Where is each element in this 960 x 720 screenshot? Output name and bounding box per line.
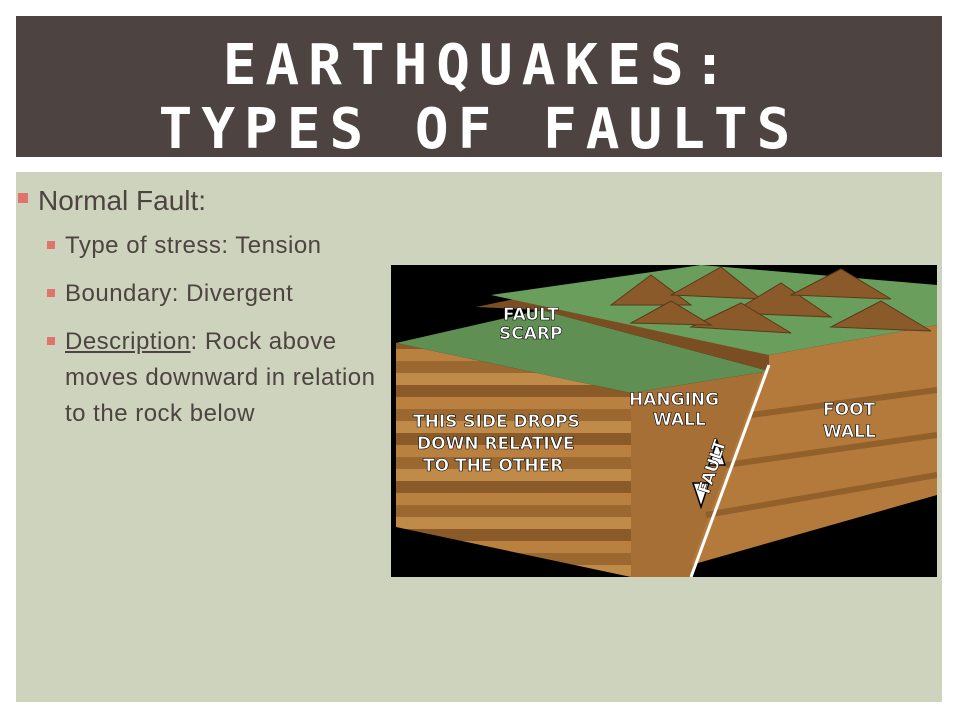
label-fault-scarp-2: SCARP xyxy=(499,324,562,344)
bullet-heading: Normal Fault: xyxy=(18,184,206,218)
item-value: Divergent xyxy=(186,280,294,307)
square-bullet-icon xyxy=(18,193,28,203)
slide-title-line-2: TYPES OF FAULTS xyxy=(158,97,800,162)
fault-block-illustration: FAULT SCARP HANGING WALL FOOT WALL THIS … xyxy=(396,265,937,577)
fault-arrow-icon xyxy=(691,438,727,510)
hanging-wall-surface xyxy=(396,310,769,393)
label-fault-scarp-1: FAULT xyxy=(503,305,559,325)
square-bullet-icon xyxy=(47,241,55,249)
label-hanging-wall-2: WALL xyxy=(653,410,706,430)
heading-text: Normal Fault: xyxy=(38,185,207,216)
square-bullet-icon xyxy=(47,337,55,345)
item-value: Tension xyxy=(235,232,322,259)
slide-title-line-1: EARTHQUAKES: xyxy=(222,33,736,98)
bullet-list: Type of stress: Tension Boundary: Diverg… xyxy=(47,228,402,444)
title-bar: EARTHQUAKES: TYPES OF FAULTS xyxy=(16,16,942,162)
label-foot-wall-2: WALL xyxy=(823,422,876,442)
list-item: Description: Rock above moves downward i… xyxy=(47,324,402,432)
normal-fault-diagram: FAULT SCARP HANGING WALL FOOT WALL THIS … xyxy=(391,265,937,577)
item-value: : Rock above moves downward in relation … xyxy=(65,328,376,427)
label-drops-2: DOWN RELATIVE xyxy=(417,434,575,454)
mountains xyxy=(609,266,932,334)
hanging-wall-side xyxy=(631,371,769,577)
label-drops-3: TO THE OTHER xyxy=(423,456,563,476)
item-label: Description xyxy=(65,328,191,355)
item-label: Type of stress: xyxy=(65,232,229,259)
label-drops-1: THIS SIDE DROPS xyxy=(413,412,580,432)
hanging-wall-front xyxy=(396,343,631,577)
label-hanging-wall-1: HANGING xyxy=(629,390,719,410)
list-item: Boundary: Divergent xyxy=(47,276,402,312)
fault-line xyxy=(689,364,771,577)
item-label: Boundary: xyxy=(65,280,179,307)
label-foot-wall-1: FOOT xyxy=(823,400,876,420)
list-item: Type of stress: Tension xyxy=(47,228,402,264)
square-bullet-icon xyxy=(47,289,55,297)
